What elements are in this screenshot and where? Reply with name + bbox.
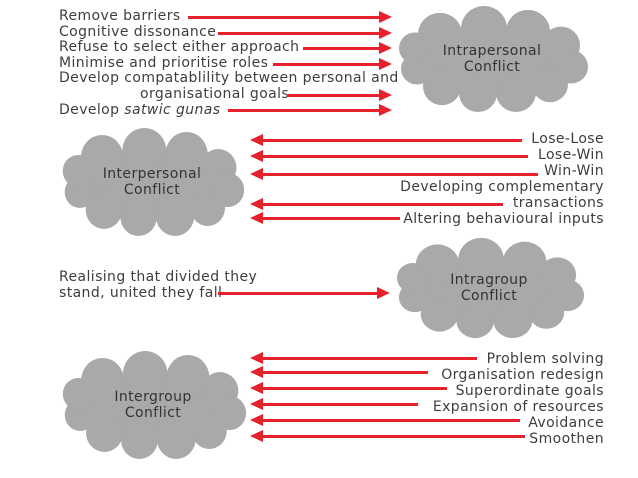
strategy-item: Smoothen xyxy=(529,430,604,447)
arrow-right-icon xyxy=(218,287,390,299)
strategy-item: Develop compatablility between personal … xyxy=(59,70,399,87)
arrow-left-icon xyxy=(250,168,538,180)
cloud-label-line: Intragroup xyxy=(450,272,528,288)
cloud-label-line: Interpersonal xyxy=(102,166,202,182)
strategy-item: Lose-Win xyxy=(537,147,604,164)
arrow-left-icon xyxy=(250,398,418,410)
arrow-left-icon xyxy=(250,414,520,426)
arrow-right-icon xyxy=(228,104,392,116)
cloud-label: Interpersonal Conflict xyxy=(56,127,248,237)
cloud-intergroup-conflict: Intergroup Conflict xyxy=(56,350,250,460)
intergroup-strategy-list: Problem solving Organisation redesign Su… xyxy=(432,351,604,447)
strategy-item: stand, united they fall xyxy=(59,285,223,301)
arrow-left-icon xyxy=(250,352,477,364)
strategy-item: Organisation redesign xyxy=(441,366,604,383)
interpersonal-strategy-list: Lose-Lose Lose-Win Win-Win Developing co… xyxy=(400,131,604,228)
strategy-item: Lose-Lose xyxy=(531,131,604,147)
arrow-left-icon xyxy=(250,430,525,442)
strategy-item: Avoidance xyxy=(528,414,604,431)
cloud-label-line: Conflict xyxy=(463,59,521,75)
strategy-item-text: Develop xyxy=(59,101,125,118)
strategy-item: Developing complementary xyxy=(400,179,604,196)
intragroup-strategy-list: Realising that divided they stand, unite… xyxy=(59,269,257,301)
arrow-right-icon xyxy=(288,89,392,101)
strategy-item: Superordinate goals xyxy=(455,382,604,399)
cloud-label-line: Conflict xyxy=(124,405,182,421)
strategy-item: Realising that divided they xyxy=(59,269,258,285)
strategy-item: Problem solving xyxy=(486,351,604,367)
cloud-interpersonal-conflict: Interpersonal Conflict xyxy=(56,127,248,237)
cloud-intrapersonal-conflict: Intrapersonal Conflict xyxy=(392,5,592,113)
arrow-right-icon xyxy=(303,42,392,54)
strategy-item: Altering behavioural inputs xyxy=(403,211,604,228)
arrow-right-icon xyxy=(273,58,392,70)
arrow-left-icon xyxy=(250,212,400,224)
strategy-item: Minimise and prioritise roles xyxy=(59,54,269,71)
strategy-item: transactions xyxy=(512,195,604,212)
cloud-label: Intrapersonal Conflict xyxy=(392,5,592,113)
strategy-item: Refuse to select either approach xyxy=(59,39,300,56)
cloud-label-line: Conflict xyxy=(460,288,518,304)
arrow-right-icon xyxy=(218,27,392,39)
cloud-intragroup-conflict: Intragroup Conflict xyxy=(390,237,588,339)
strategy-item: Remove barriers xyxy=(59,8,181,24)
arrow-left-icon xyxy=(250,366,428,378)
strategy-item-italic-text: satwic gunas xyxy=(124,101,221,118)
arrow-left-icon xyxy=(250,134,522,146)
cloud-label: Intragroup Conflict xyxy=(390,237,588,339)
strategy-item: Win-Win xyxy=(544,163,604,180)
strategy-item: Expansion of resources xyxy=(432,398,604,415)
cloud-label-line: Intergroup xyxy=(114,389,192,405)
strategy-item: Cognitive dissonance xyxy=(59,23,217,40)
cloud-label-line: Intrapersonal xyxy=(442,43,542,59)
intrapersonal-strategy-list: Remove barriers Cognitive dissonance Ref… xyxy=(59,8,399,119)
arrow-right-icon xyxy=(188,11,392,23)
cloud-label-line: Conflict xyxy=(123,182,181,198)
arrow-left-icon xyxy=(250,150,528,162)
strategy-item: Develop satwic gunas xyxy=(59,101,399,119)
cloud-label: Intergroup Conflict xyxy=(56,350,250,460)
strategy-item: organisational goals xyxy=(140,85,290,102)
arrow-left-icon xyxy=(250,382,447,394)
arrow-left-icon xyxy=(250,198,503,210)
